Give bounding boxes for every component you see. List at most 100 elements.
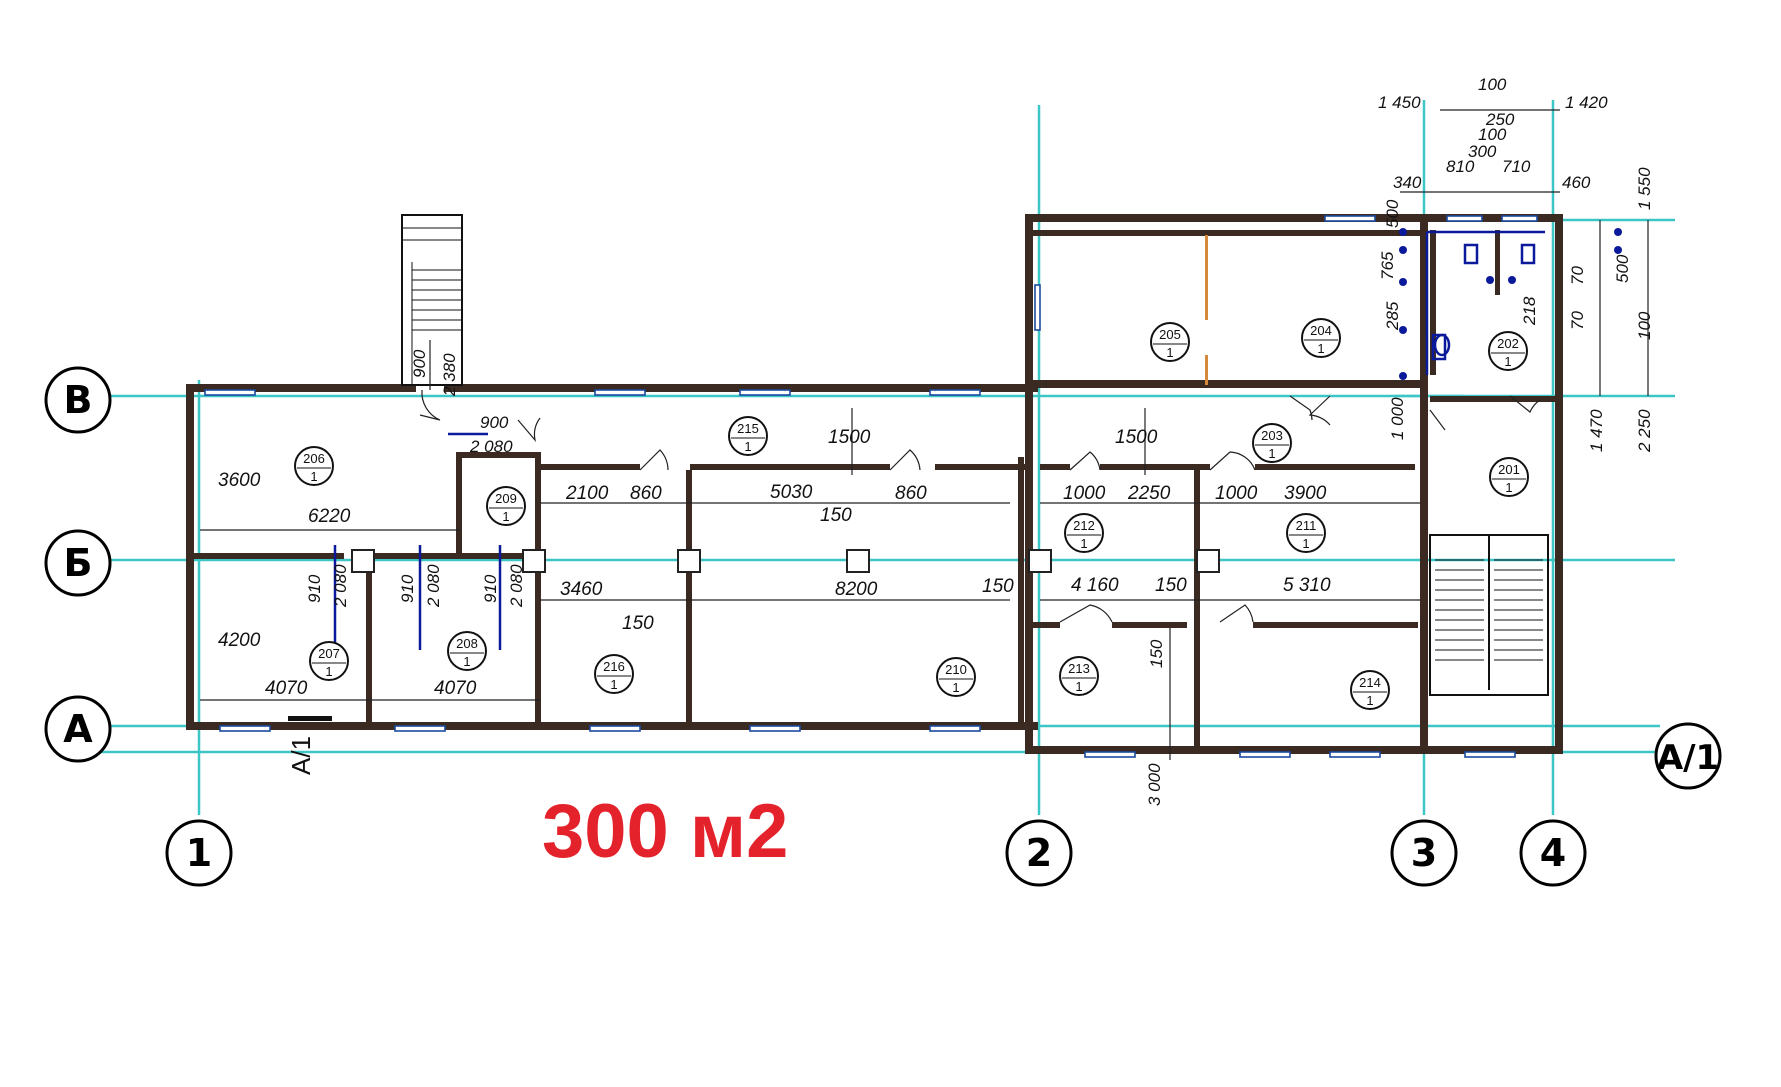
stairs-right — [1429, 534, 1549, 696]
svg-text:1: 1 — [744, 439, 751, 454]
dim-label: 810 — [1446, 157, 1475, 176]
dim-label: 3 000 — [1145, 763, 1164, 806]
dim-label: 2 080 — [507, 564, 526, 608]
svg-text:1: 1 — [1075, 679, 1082, 694]
dimension-lines — [200, 109, 1649, 760]
dim-label: 250 — [1485, 110, 1515, 129]
svg-text:215: 215 — [737, 421, 759, 436]
dim-label: 6220 — [308, 506, 351, 527]
dim-label: 2250 — [1127, 483, 1171, 504]
axis-bubbles: В Б А А/1 1 2 3 4 — [44, 366, 1722, 887]
axis-bubble-2: 2 — [1005, 819, 1073, 887]
svg-text:2: 2 — [1026, 831, 1052, 875]
dim-label: 5030 — [770, 482, 813, 503]
dim-label: 1 420 — [1565, 93, 1608, 112]
svg-text:А/1: А/1 — [1657, 738, 1719, 778]
svg-text:4: 4 — [1540, 831, 1566, 875]
dim-label: 1 550 — [1635, 167, 1654, 210]
svg-text:Б: Б — [64, 541, 93, 585]
svg-text:1: 1 — [1504, 354, 1511, 369]
dim-label: 1 000 — [1388, 397, 1407, 440]
dim-label: 1000 — [1215, 483, 1258, 504]
svg-text:210: 210 — [945, 662, 967, 677]
svg-text:1: 1 — [1268, 446, 1275, 461]
dim-label: 150 — [820, 505, 852, 526]
svg-text:1: 1 — [1505, 480, 1512, 495]
svg-text:1: 1 — [502, 509, 509, 524]
dim-label: 150 — [1147, 639, 1166, 668]
dim-label: 2 080 — [424, 564, 443, 608]
axis-bubble-4: 4 — [1519, 819, 1587, 887]
svg-text:206: 206 — [303, 451, 325, 466]
dim-label: 860 — [630, 483, 662, 504]
svg-text:211: 211 — [1296, 518, 1317, 533]
plumbing — [333, 228, 1622, 650]
dim-label: 8200 — [835, 579, 878, 600]
dim-label: 2 250 — [1635, 409, 1654, 453]
dim-label: 2 380 — [440, 353, 459, 397]
dim-label: 2 080 — [331, 564, 350, 608]
dim-label: 100 — [1478, 75, 1507, 94]
svg-text:А/1: А/1 — [286, 736, 316, 775]
dim-label: 910 — [305, 574, 324, 603]
dim-label: 70 — [1568, 311, 1587, 330]
dim-label: 3460 — [560, 579, 603, 600]
axis-bubble-1: 1 — [165, 819, 233, 887]
dim-label: 500 — [1613, 254, 1632, 283]
dim-label: 460 — [1562, 173, 1591, 192]
svg-text:201: 201 — [1498, 462, 1520, 477]
dim-label: 5 310 — [1283, 575, 1331, 596]
svg-text:1: 1 — [186, 831, 212, 875]
dim-label: 1 470 — [1587, 409, 1606, 452]
dim-label: 4 160 — [1071, 575, 1119, 596]
svg-text:203: 203 — [1261, 428, 1283, 443]
svg-text:208: 208 — [456, 636, 478, 651]
dim-label: 500 — [1383, 199, 1402, 228]
dim-label: 1500 — [1115, 427, 1158, 448]
dim-label: 710 — [1502, 157, 1531, 176]
walls — [186, 214, 1563, 754]
svg-text:1: 1 — [1166, 345, 1173, 360]
svg-text:1: 1 — [1366, 693, 1373, 708]
dim-label: 150 — [982, 576, 1014, 597]
dim-label: 4200 — [218, 630, 261, 651]
svg-text:202: 202 — [1497, 336, 1519, 351]
svg-text:212: 212 — [1073, 518, 1095, 533]
svg-text:204: 204 — [1310, 323, 1332, 338]
dim-label: 340 — [1393, 173, 1422, 192]
dim-label: 70 — [1568, 266, 1587, 285]
dim-label: 2100 — [565, 483, 609, 504]
section-mark: А/1 — [286, 716, 332, 775]
dim-label: 910 — [481, 574, 500, 603]
dimension-labels: 3600 6220 4200 4070 4070 910 2 080 910 2… — [218, 75, 1654, 806]
door-swings — [419, 389, 1541, 623]
dim-label: 1500 — [828, 427, 871, 448]
area-label: 300 м2 — [542, 789, 788, 874]
stairs-left — [401, 214, 463, 386]
svg-text:205: 205 — [1159, 327, 1181, 342]
dim-label: 3900 — [1284, 483, 1327, 504]
svg-text:1: 1 — [952, 680, 959, 695]
svg-text:1: 1 — [1302, 536, 1309, 551]
dim-label: 2 080 — [469, 437, 513, 456]
dim-label: 4070 — [265, 678, 308, 699]
dim-label: 900 — [410, 349, 429, 378]
dim-label: 765 — [1378, 251, 1397, 280]
svg-text:213: 213 — [1068, 661, 1090, 676]
